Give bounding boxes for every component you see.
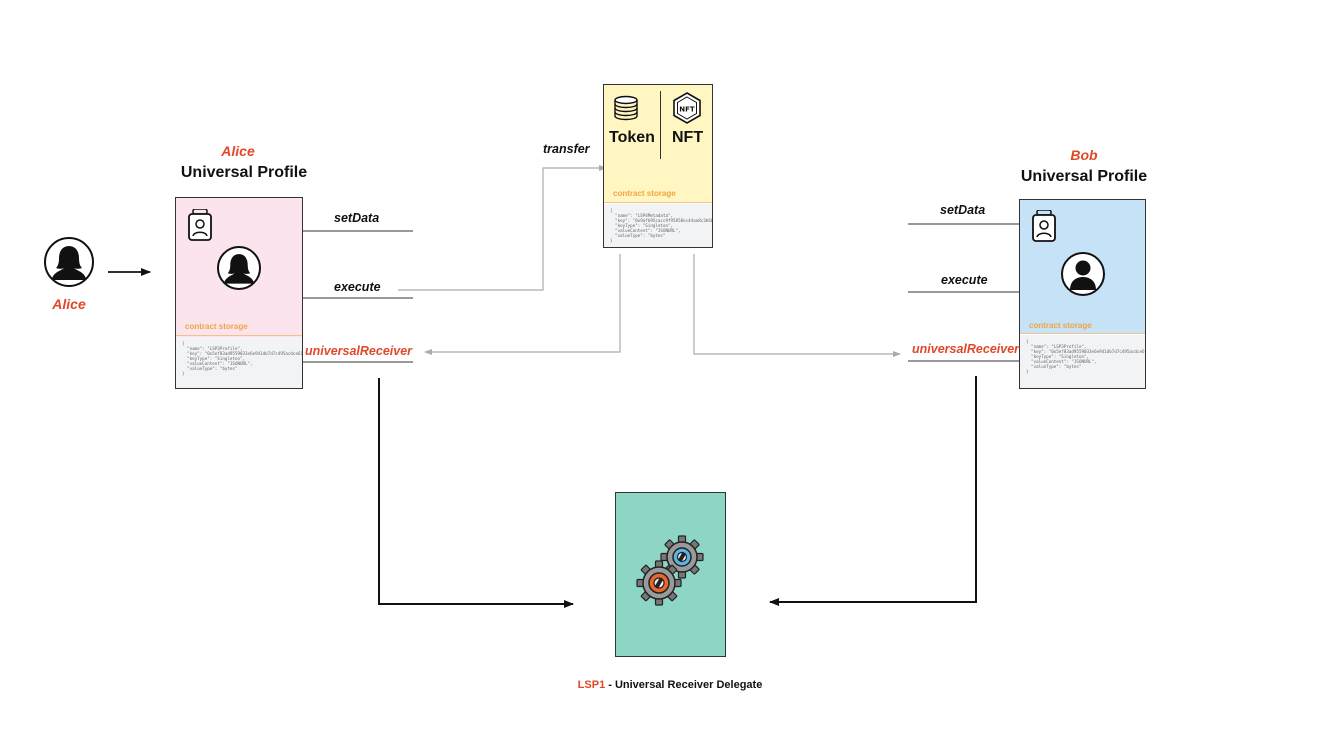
bob-storage-divider [1020, 333, 1145, 334]
bob-to-delegate-arrow [769, 376, 977, 606]
person-icon [224, 254, 254, 284]
bob-storage-label: contract storage [1029, 321, 1092, 330]
bob-universalreceiver-label: universalReceiver [912, 342, 1020, 356]
id-badge-icon [188, 209, 212, 241]
delegate-card [615, 492, 726, 657]
person-icon [1070, 260, 1096, 290]
alice-person-label: Alice [52, 296, 86, 312]
asset-card: Token NFT NFT contract storage { "name":… [603, 84, 713, 248]
svg-text:NFT: NFT [679, 106, 695, 114]
bob-profile-avatar [1061, 252, 1105, 296]
alice-universalreceiver-label: universalReceiver [305, 344, 413, 358]
bob-profile-card: contract storage { "name": "LSP3Profile"… [1019, 199, 1146, 389]
alice-name: Alice [221, 143, 255, 159]
nft-icon: NFT [673, 92, 701, 124]
asset-storage-code: { "name": "LSP4Metadata", "key": "0x9afb… [604, 204, 712, 247]
asset-storage-label: contract storage [613, 189, 676, 198]
transfer-label: transfer [543, 142, 590, 156]
delegate-caption: LSP1 - Universal Receiver Delegate [520, 679, 820, 691]
bob-profile-title: Universal Profile [1020, 168, 1148, 185]
alice-setdata-label: setData [334, 211, 380, 225]
nft-label: NFT [672, 129, 704, 146]
asset-divider [660, 91, 661, 159]
bob-setdata-label: setData [940, 203, 986, 217]
token-label: Token [609, 129, 655, 146]
alice-execute-label: execute [334, 280, 381, 294]
alice-to-delegate-arrow [378, 378, 574, 608]
asset-to-bob-arrow [693, 254, 901, 357]
alice-storage-label: contract storage [185, 322, 248, 331]
bob-name: Bob [1070, 147, 1098, 163]
alice-storage-divider [176, 335, 302, 336]
alice-person-avatar [44, 237, 94, 287]
asset-to-alice-arrow [424, 254, 621, 355]
transfer-arrow [398, 165, 607, 291]
bob-storage-code: { "name": "LSP3Profile", "key": "0x5ef83… [1020, 335, 1145, 388]
delegate-caption-rest: - Universal Receiver Delegate [605, 679, 763, 691]
alice-profile-title: Universal Profile [180, 164, 308, 181]
gears-icon [636, 535, 704, 606]
person-icon [52, 246, 86, 280]
coins-icon [614, 95, 638, 121]
alice-storage-code: { "name": "LSP3Profile", "key": "0x5ef83… [176, 337, 302, 388]
alice-profile-card: contract storage { "name": "LSP3Profile"… [175, 197, 303, 389]
asset-storage-divider [604, 202, 712, 203]
id-badge-icon [1032, 210, 1056, 242]
bob-execute-label: execute [941, 273, 988, 287]
delegate-caption-prefix: LSP1 [577, 679, 606, 691]
alice-profile-avatar [217, 246, 261, 290]
